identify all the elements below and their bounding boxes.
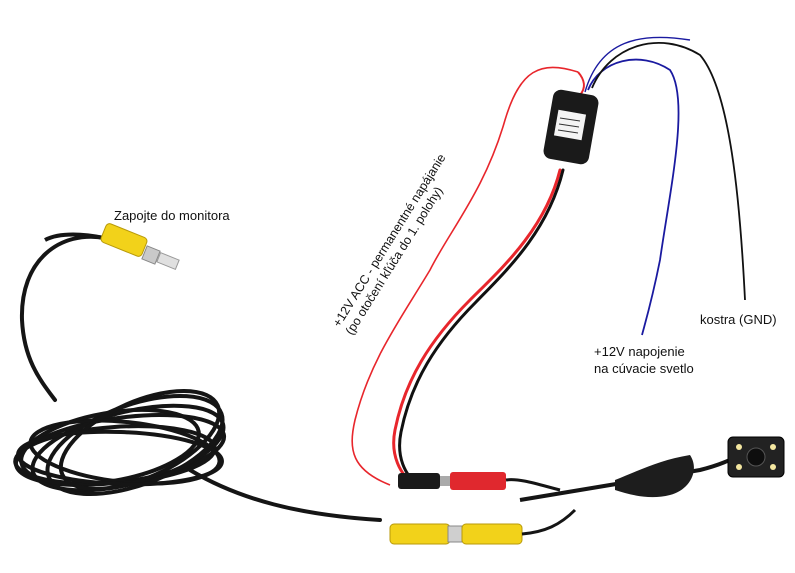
rear-camera	[519, 436, 785, 502]
red-acc-wire	[351, 66, 579, 486]
video-rca-coupling	[389, 508, 577, 545]
coiled-video-cable	[13, 234, 382, 522]
reverse-label-line1: +12V napojenie	[594, 344, 685, 359]
monitor-rca-plug	[44, 223, 180, 271]
power-filter-module	[543, 71, 599, 165]
signal-wires	[584, 36, 746, 336]
monitor-connection-label: Zapojte do monitora	[114, 208, 230, 223]
ground-label: kostra (GND)	[700, 312, 777, 327]
reverse-light-label: +12V napojenie na cúvacie svetlo	[594, 343, 694, 377]
power-harness	[392, 168, 565, 487]
reverse-label-line2: na cúvacie svetlo	[594, 361, 694, 376]
power-connectors	[398, 472, 561, 492]
